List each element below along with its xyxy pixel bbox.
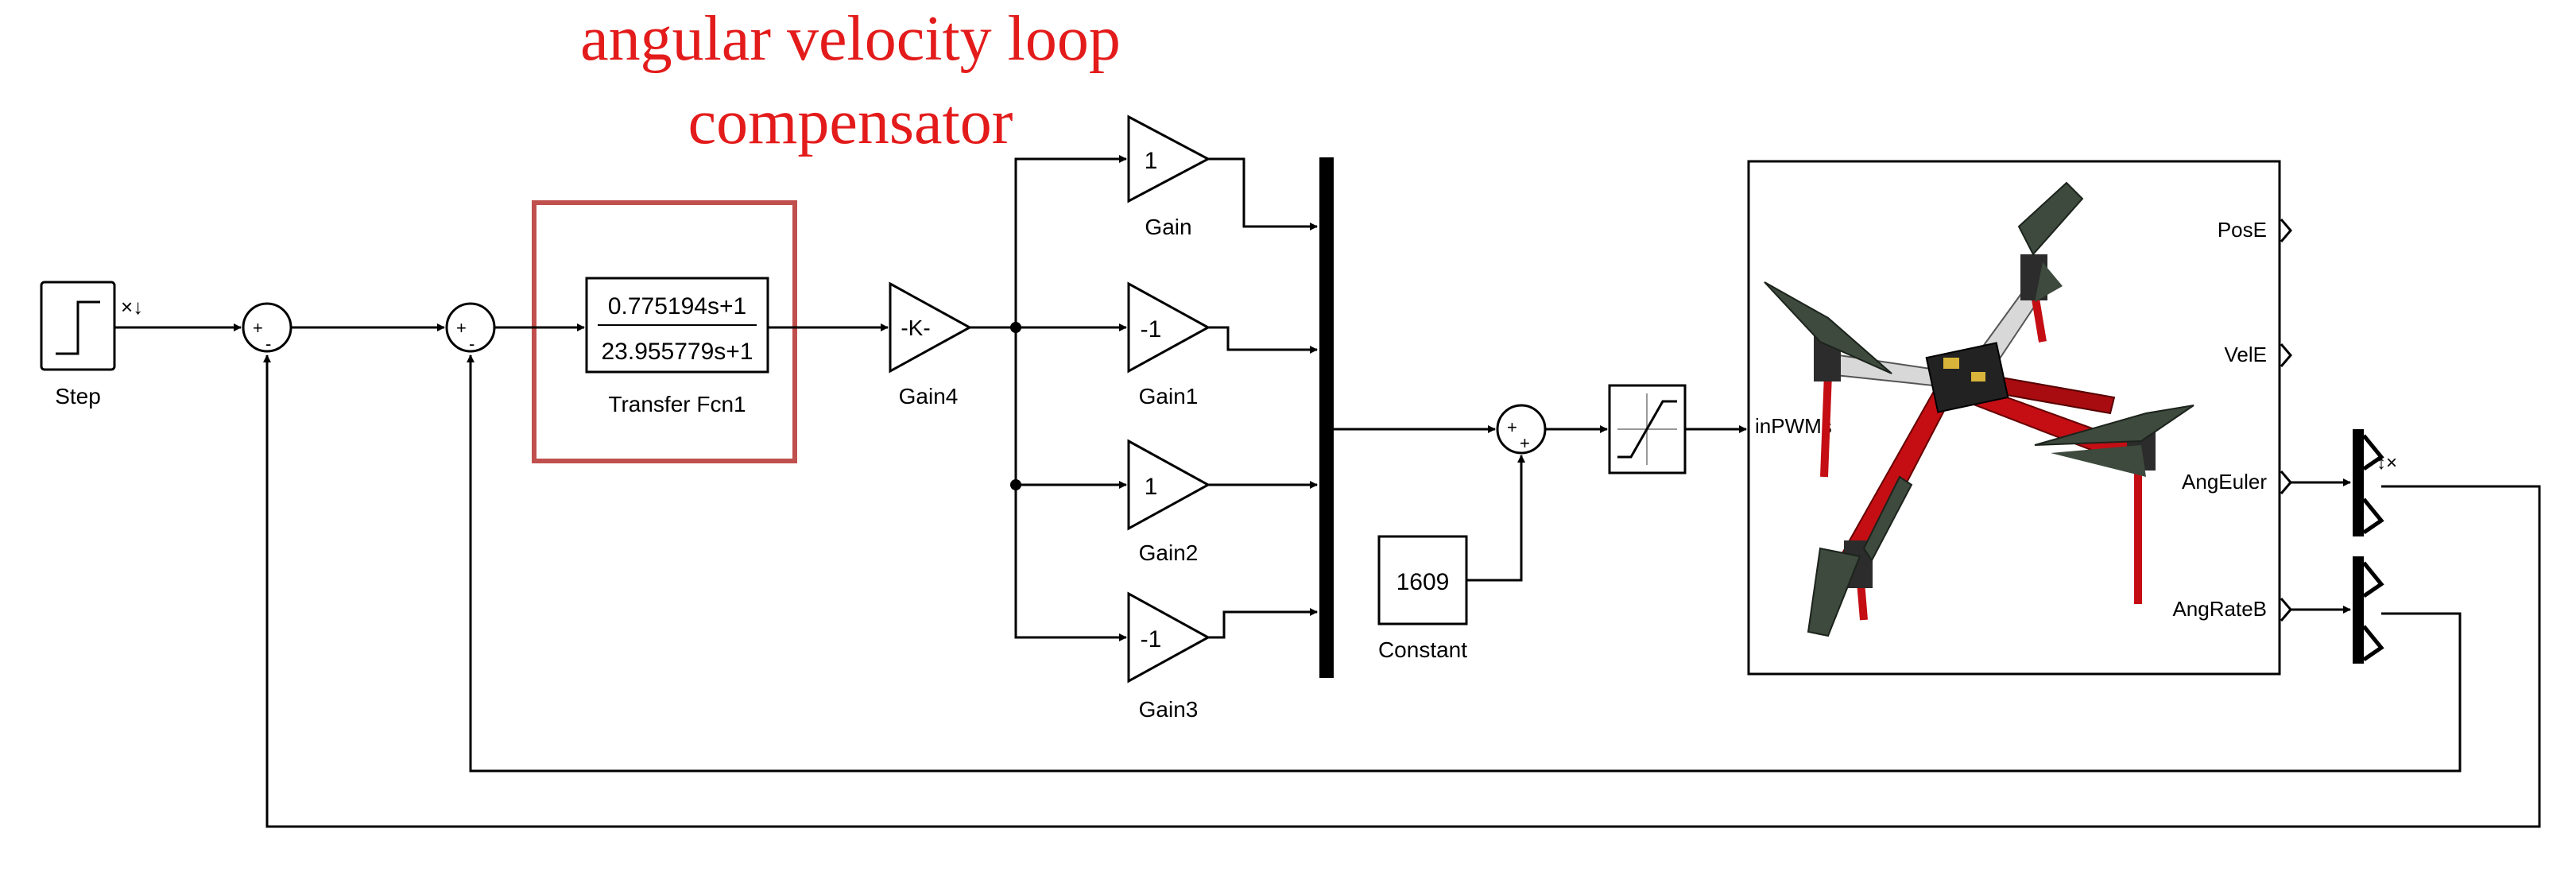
gain1-label: Gain1 xyxy=(1139,384,1199,409)
constant-value: 1609 xyxy=(1396,569,1450,595)
sum2-block[interactable]: + - xyxy=(445,302,496,354)
transfer-fcn-denominator: 23.955779s+1 xyxy=(601,339,753,365)
sum3-sign-plus-2: + xyxy=(1520,433,1530,453)
sum2-sign-plus: + xyxy=(456,318,467,338)
gain-block[interactable]: 1 xyxy=(1127,114,1211,203)
demux-port-icon: ↕× xyxy=(2377,452,2397,474)
sum2-sign-minus: - xyxy=(469,334,475,354)
demux-angeuler-block[interactable]: ↕× xyxy=(2353,429,2397,536)
gain-value: 1 xyxy=(1145,148,1158,174)
gain3-block[interactable]: -1 xyxy=(1127,591,1211,684)
demux-angrateb-block[interactable] xyxy=(2353,556,2384,664)
transfer-fcn-numerator: 0.775194s+1 xyxy=(608,293,746,320)
quad-input-port-label: inPWMs xyxy=(1755,414,1832,438)
quad-output-pose: PosE xyxy=(2218,218,2267,242)
quadcopter-drone-image xyxy=(1764,181,2194,637)
gain1-block[interactable]: -1 xyxy=(1127,281,1211,374)
gain4-label: Gain4 xyxy=(899,384,959,409)
annotation-line2: compensator xyxy=(688,87,1013,157)
transfer-fcn-block[interactable]: 0.775194s+1 23.955779s+1 xyxy=(585,277,769,374)
annotation-line1: angular velocity loop xyxy=(580,4,1121,74)
gain2-value: 1 xyxy=(1145,474,1158,500)
signal-wires xyxy=(114,155,2541,828)
step-label: Step xyxy=(55,384,101,409)
compensator-highlight-box xyxy=(532,200,797,463)
sum1-sign-plus: + xyxy=(253,318,263,338)
quad-output-vele: VelE xyxy=(2225,343,2268,366)
gain4-value: -K- xyxy=(901,316,930,340)
gain3-value: -1 xyxy=(1141,626,1162,653)
gain2-label: Gain2 xyxy=(1139,540,1199,565)
constant-label: Constant xyxy=(1378,637,1467,662)
sum1-block[interactable]: + - xyxy=(242,302,292,354)
sum3-block[interactable]: + + xyxy=(1496,404,1547,455)
quad-output-angeuler: AngEuler xyxy=(2182,470,2267,494)
mux-block[interactable] xyxy=(1319,157,1334,678)
quad-output-angrateb: AngRateB xyxy=(2172,597,2267,621)
gain2-block[interactable]: 1 xyxy=(1127,439,1211,531)
gain4-block[interactable]: -K- xyxy=(889,281,973,374)
gain-label: Gain xyxy=(1145,215,1191,239)
constant-block[interactable]: 1609 xyxy=(1377,535,1468,625)
saturation-block[interactable] xyxy=(1608,384,1687,474)
step-block[interactable] xyxy=(40,281,116,371)
gain3-label: Gain3 xyxy=(1139,697,1199,722)
sum1-sign-minus: - xyxy=(265,334,271,354)
sum3-sign-plus-1: + xyxy=(1507,417,1517,437)
transfer-fcn-label: Transfer Fcn1 xyxy=(608,392,746,416)
gain1-value: -1 xyxy=(1141,316,1162,343)
step-port-icon: ×↓ xyxy=(121,295,143,319)
